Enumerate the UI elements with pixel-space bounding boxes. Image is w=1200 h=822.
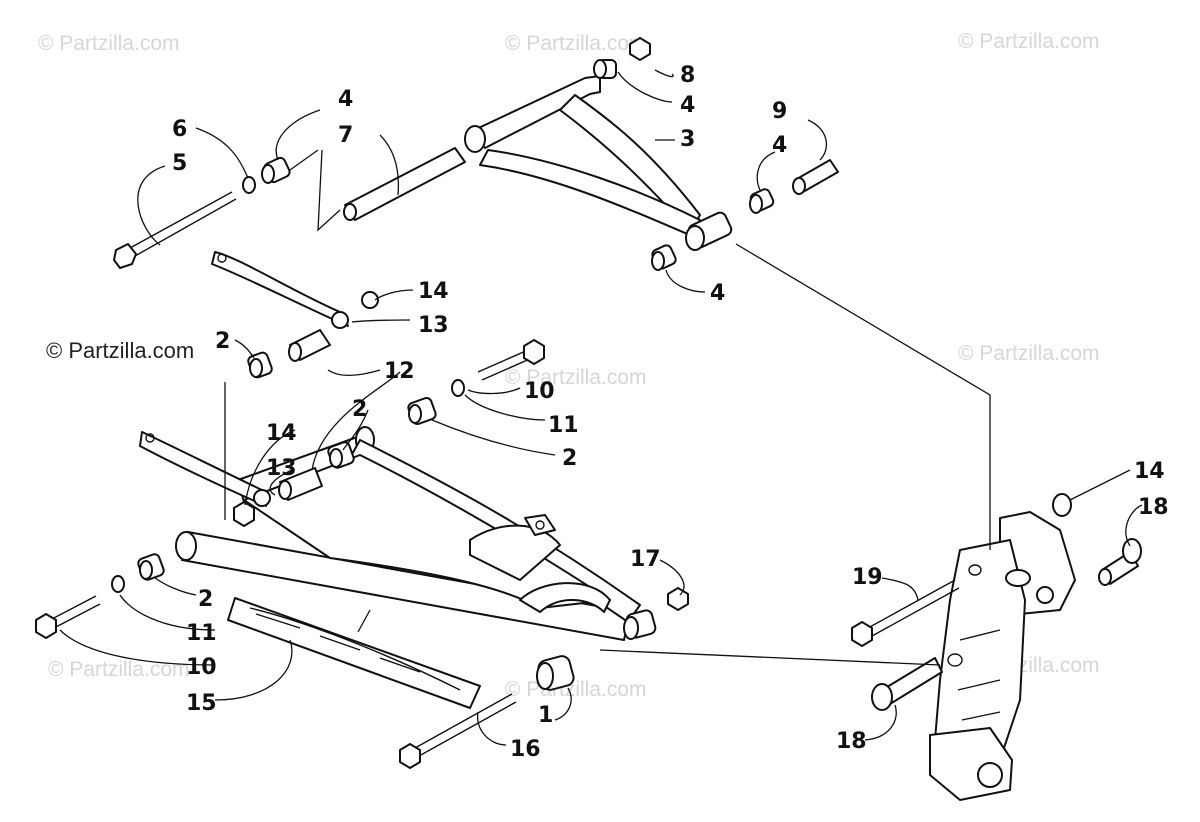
callout-15: 15 bbox=[186, 691, 217, 716]
watermark-main: © Partzilla.com bbox=[46, 338, 194, 363]
callout-10-left: 10 bbox=[186, 655, 217, 680]
callout-1: 1 bbox=[538, 703, 553, 728]
bushing-left-4 bbox=[261, 156, 291, 184]
washer-11-right bbox=[451, 379, 465, 397]
watermark-mid-center: © Partzilla.com bbox=[505, 366, 647, 389]
callout-11-left: 11 bbox=[186, 621, 217, 646]
bushing-2-left bbox=[137, 553, 165, 581]
bolt-10-left bbox=[35, 595, 101, 639]
knuckle bbox=[929, 511, 1076, 801]
bushing-13-upper bbox=[288, 329, 331, 362]
callout-2-mid: 2 bbox=[352, 397, 367, 422]
callout-8: 8 bbox=[680, 63, 695, 88]
watermark-top-center: © Partzilla.com bbox=[505, 32, 647, 55]
callout-13-upper: 13 bbox=[418, 313, 449, 338]
watermark-mid-right: © Partzilla.com bbox=[958, 342, 1100, 365]
callout-18-lower: 18 bbox=[836, 729, 867, 754]
bushing-2-mid bbox=[327, 441, 355, 469]
bushing-right-4 bbox=[749, 188, 775, 214]
nut-14-upper bbox=[361, 291, 379, 309]
callout-7: 7 bbox=[338, 123, 353, 148]
bushing-right-lower-2 bbox=[623, 609, 657, 640]
callout-16: 16 bbox=[510, 737, 541, 762]
watermark-top-left: © Partzilla.com bbox=[38, 32, 180, 55]
callout-14-upper: 14 bbox=[418, 279, 449, 304]
callout-4-top: 4 bbox=[680, 93, 695, 118]
callout-13-lower: 13 bbox=[266, 456, 297, 481]
callout-3: 3 bbox=[680, 127, 695, 152]
washer-6 bbox=[242, 176, 256, 194]
bolt-5 bbox=[113, 191, 237, 269]
sleeve-9 bbox=[792, 159, 839, 195]
decal-15 bbox=[227, 597, 481, 709]
bushing-18-right bbox=[1098, 538, 1142, 586]
callout-18-right: 18 bbox=[1138, 495, 1169, 520]
bushing-2-right bbox=[407, 396, 437, 426]
link-lower bbox=[139, 431, 271, 507]
callout-4-right: 4 bbox=[772, 133, 787, 158]
nut-14-knuckle bbox=[1052, 493, 1072, 517]
callout-2-right: 2 bbox=[562, 446, 577, 471]
upper-a-arm bbox=[464, 75, 733, 251]
callout-19: 19 bbox=[852, 565, 883, 590]
assembly-lines bbox=[224, 149, 991, 666]
callout-4-bottom: 4 bbox=[710, 281, 725, 306]
callout-12: 12 bbox=[384, 359, 415, 384]
bolt-10-right bbox=[477, 339, 545, 381]
bushing-13-lower bbox=[278, 467, 323, 501]
callout-17: 17 bbox=[630, 547, 661, 572]
callouts: 8 4 3 4 7 6 5 9 4 4 14 13 2 12 10 11 2 2… bbox=[172, 63, 1169, 762]
callout-14-knuckle: 14 bbox=[1134, 459, 1165, 484]
callout-11-right: 11 bbox=[548, 413, 579, 438]
watermark-bottom-left: © Partzilla.com bbox=[48, 658, 190, 681]
leaders bbox=[59, 69, 1143, 746]
bolt-16 bbox=[399, 693, 517, 769]
bushing-lower-4 bbox=[651, 244, 677, 271]
nut-8 bbox=[629, 37, 651, 61]
watermark-top-right: © Partzilla.com bbox=[958, 30, 1100, 53]
bushing-18-lower bbox=[871, 657, 943, 711]
nut-14-lower bbox=[233, 501, 255, 527]
sleeve-7 bbox=[343, 147, 466, 221]
callout-2-left: 2 bbox=[198, 587, 213, 612]
callout-9: 9 bbox=[772, 99, 787, 124]
bushing-1 bbox=[536, 655, 575, 691]
nut-17 bbox=[667, 587, 689, 611]
bushing-upper-1 bbox=[593, 59, 617, 79]
callout-4-left: 4 bbox=[338, 87, 353, 112]
link-upper bbox=[211, 251, 349, 329]
washer-11-left bbox=[111, 575, 125, 593]
callout-2-upper: 2 bbox=[215, 329, 230, 354]
callout-6: 6 bbox=[172, 117, 187, 142]
callout-5: 5 bbox=[172, 151, 187, 176]
bolt-19 bbox=[851, 579, 960, 647]
callout-10-right: 10 bbox=[524, 379, 555, 404]
callout-14-lower: 14 bbox=[266, 421, 297, 446]
watermark-bottom-center: © Partzilla.com bbox=[505, 678, 647, 701]
bushing-2-upper bbox=[247, 351, 273, 379]
